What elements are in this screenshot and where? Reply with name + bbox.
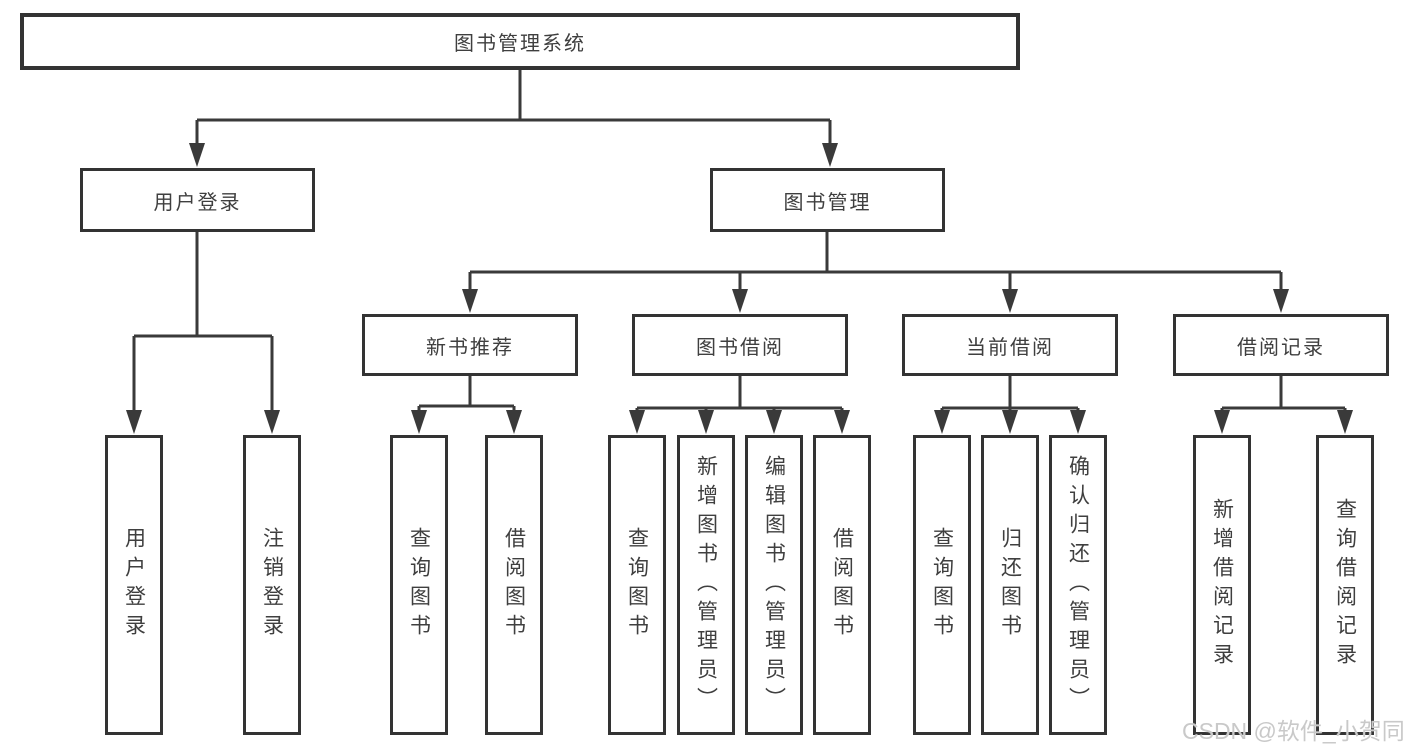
node-borrowing-records: 借阅记录 [1173,314,1389,376]
node-new-book-recommend-label: 新书推荐 [426,336,514,359]
arrowhead [934,410,950,434]
leaf-edit-books-admin-label: 编辑图书（管理员） [762,454,786,716]
node-root-label: 图书管理系统 [454,33,586,55]
connector-management-to-level3 [468,232,1283,292]
leaf-query-books-current-label: 查询图书 [930,527,954,643]
leaf-query-books-borrowing-label: 查询图书 [625,527,649,643]
leaf-return-books: 归还图书 [981,435,1039,735]
arrowhead [189,143,205,167]
leaf-add-books-admin-label: 新增图书（管理员） [694,454,718,716]
node-new-book-recommend: 新书推荐 [362,314,578,376]
arrowhead [698,410,714,434]
arrowhead [264,410,280,434]
arrowhead [1337,410,1353,434]
node-current-borrowing: 当前借阅 [902,314,1118,376]
leaf-borrow-books-borrowing: 借阅图书 [813,435,871,735]
arrowhead [629,410,645,434]
arrowhead [411,410,427,434]
leaf-user-login: 用户登录 [105,435,163,735]
leaf-borrow-books-borrowing-label: 借阅图书 [830,527,854,643]
leaf-logout: 注销登录 [243,435,301,735]
node-root: 图书管理系统 [20,13,1020,70]
leaf-return-books-label: 归还图书 [998,527,1022,643]
leaf-confirm-return-admin-label: 确认归还（管理员） [1066,454,1090,716]
node-user-login-label: 用户登录 [153,191,242,214]
arrowhead [732,289,748,313]
leaf-logout-label: 注销登录 [260,527,284,643]
leaf-confirm-return-admin: 确认归还（管理员） [1049,435,1107,735]
leaf-query-books-recommend: 查询图书 [390,435,448,735]
connector-borrowing-to-leaves [635,376,844,413]
node-borrowing-records-label: 借阅记录 [1237,336,1325,359]
node-current-borrowing-label: 当前借阅 [966,336,1054,359]
arrowhead [462,289,478,313]
arrowhead [766,410,782,434]
node-book-management: 图书管理 [710,168,945,232]
watermark: CSDN @软件_小贺同学 [1182,718,1405,744]
connector-records-to-leaves [1220,376,1347,413]
connector-login-to-leaves [132,232,274,413]
arrowhead [834,410,850,434]
node-book-borrowing: 图书借阅 [632,314,848,376]
arrowhead [822,143,838,167]
arrowhead [1002,289,1018,313]
leaf-add-borrow-record: 新增借阅记录 [1193,435,1251,735]
arrowhead [1002,410,1018,434]
leaf-add-borrow-record-label: 新增借阅记录 [1210,498,1234,672]
leaf-query-books-recommend-label: 查询图书 [407,527,431,643]
leaf-query-books-borrowing: 查询图书 [608,435,666,735]
leaf-edit-books-admin: 编辑图书（管理员） [745,435,803,735]
arrowhead [506,410,522,434]
leaf-user-login-label: 用户登录 [122,527,146,643]
connector-root-to-level2 [195,70,832,146]
leaf-borrow-books-recommend-label: 借阅图书 [502,527,526,643]
arrowhead [126,410,142,434]
leaf-query-borrow-record: 查询借阅记录 [1316,435,1374,735]
leaf-query-borrow-record-label: 查询借阅记录 [1333,498,1357,672]
leaf-add-books-admin: 新增图书（管理员） [677,435,735,735]
node-book-management-label: 图书管理 [783,191,872,214]
arrowhead [1273,289,1289,313]
arrowhead [1214,410,1230,434]
node-user-login-branch: 用户登录 [80,168,315,232]
connector-current-to-leaves [940,376,1080,413]
leaf-query-books-current: 查询图书 [913,435,971,735]
connector-recommend-to-leaves [417,376,516,413]
arrowhead [1070,410,1086,434]
node-book-borrowing-label: 图书借阅 [696,336,784,359]
leaf-borrow-books-recommend: 借阅图书 [485,435,543,735]
